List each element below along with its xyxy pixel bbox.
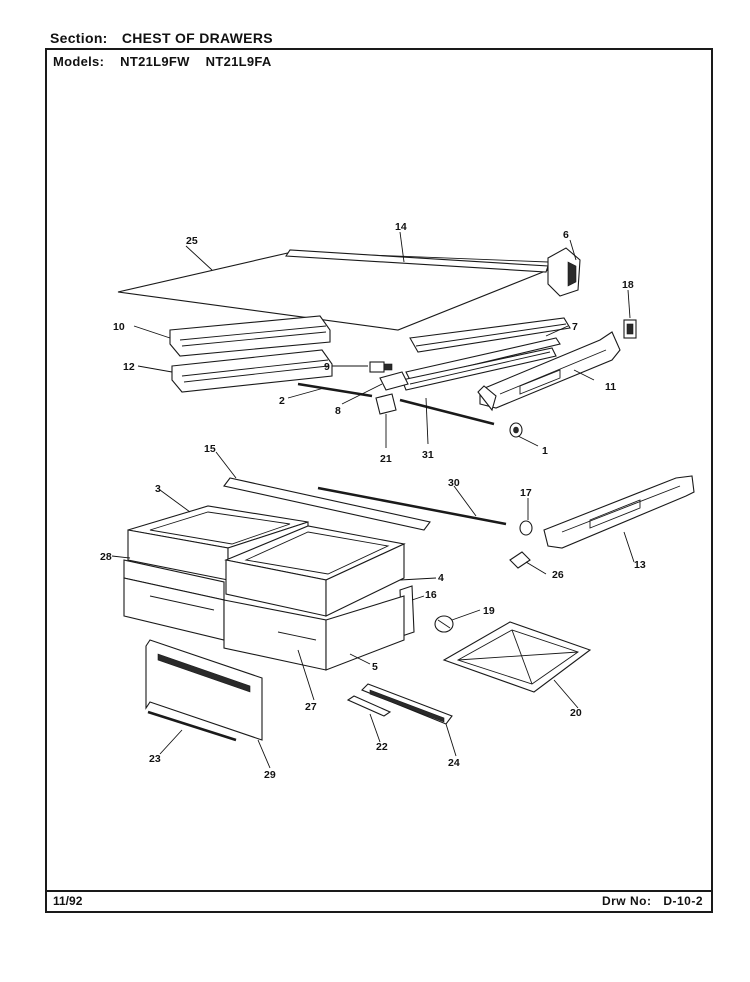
callout-23: 23 — [149, 753, 161, 765]
part-2-rod — [297, 382, 373, 398]
callout-22: 22 — [376, 741, 388, 753]
callout-19: 19 — [483, 605, 495, 617]
callout-31: 31 — [422, 449, 434, 461]
callout-4: 4 — [438, 572, 444, 584]
callout-3: 3 — [155, 483, 161, 495]
callout-labels: 25 14 6 18 10 12 7 11 9 8 2 21 31 1 15 3… — [100, 221, 646, 781]
callout-8: 8 — [335, 405, 341, 417]
callout-15: 15 — [204, 443, 216, 455]
part-6-right-bracket — [547, 247, 581, 297]
callout-29: 29 — [264, 769, 276, 781]
callout-5: 5 — [372, 661, 378, 673]
callout-30: 30 — [448, 477, 460, 489]
drawing-number-label: Drw No: — [601, 894, 652, 908]
part-11-right-rail — [477, 331, 621, 412]
part-17-cap — [519, 520, 533, 536]
callout-12: 12 — [123, 361, 135, 373]
section-title: Section: CHEST OF DRAWERS — [50, 30, 273, 46]
model-number: NT21L9FA — [205, 54, 272, 69]
section-value: CHEST OF DRAWERS — [121, 30, 273, 46]
callout-26: 26 — [552, 569, 564, 581]
callout-9: 9 — [324, 361, 330, 373]
part-26-knob — [509, 551, 531, 569]
part-9-small-clip — [369, 361, 393, 373]
callout-13: 13 — [634, 559, 646, 571]
part-7-drawer-slide — [401, 337, 561, 391]
callout-28: 28 — [100, 551, 112, 563]
drawing-frame: Models: NT21L9FW NT21L9FA 11/92 Drw No: … — [45, 48, 713, 913]
callout-11: 11 — [605, 381, 616, 393]
callout-20: 20 — [570, 707, 582, 719]
callout-27: 27 — [305, 701, 317, 713]
callout-1: 1 — [542, 445, 548, 457]
part-29-drawer-face — [145, 639, 263, 741]
callout-10: 10 — [113, 321, 125, 333]
callout-7: 7 — [572, 321, 578, 333]
leader-lines — [111, 231, 635, 769]
callout-18: 18 — [622, 279, 634, 291]
part-18-clip — [623, 319, 637, 339]
callout-17: 17 — [520, 487, 532, 499]
drawing-number-value: D-10-2 — [663, 894, 703, 908]
part-13-right-rail-lower — [543, 475, 695, 549]
part-15-cover-trim — [223, 477, 431, 531]
callout-6: 6 — [563, 229, 569, 241]
part-20-tray-frame — [442, 621, 592, 693]
section-label: Section: — [50, 30, 108, 46]
model-number: NT21L9FW — [120, 54, 190, 69]
models-label: Models: — [53, 54, 105, 69]
footer-date: 11/92 — [53, 894, 83, 908]
part-22-trim — [346, 695, 392, 717]
part-21-support — [375, 393, 397, 415]
models-line: Models: NT21L9FW NT21L9FA — [53, 54, 272, 69]
part-1-cap — [509, 422, 523, 438]
part-24-grille — [361, 683, 453, 725]
part-4-right-drawer — [224, 525, 406, 617]
part-8-bracket — [379, 371, 409, 391]
part-23-trim — [147, 710, 237, 742]
callout-21: 21 — [380, 453, 392, 465]
part-30-rod — [317, 486, 507, 526]
part-31-rod — [399, 398, 495, 426]
footer-divider — [47, 890, 711, 892]
part-5-lower-drawer — [223, 595, 405, 671]
part-10-left-rail-upper — [169, 315, 331, 357]
drawing-number: Drw No: D-10-2 — [602, 894, 703, 908]
callout-16: 16 — [425, 589, 437, 601]
part-12-left-rail-lower — [171, 349, 333, 393]
callout-25: 25 — [186, 235, 198, 247]
callout-2: 2 — [279, 395, 285, 407]
part-center-rail — [409, 317, 571, 353]
callout-24: 24 — [448, 757, 460, 769]
part-19-clip — [434, 615, 454, 633]
callout-14: 14 — [395, 221, 407, 233]
